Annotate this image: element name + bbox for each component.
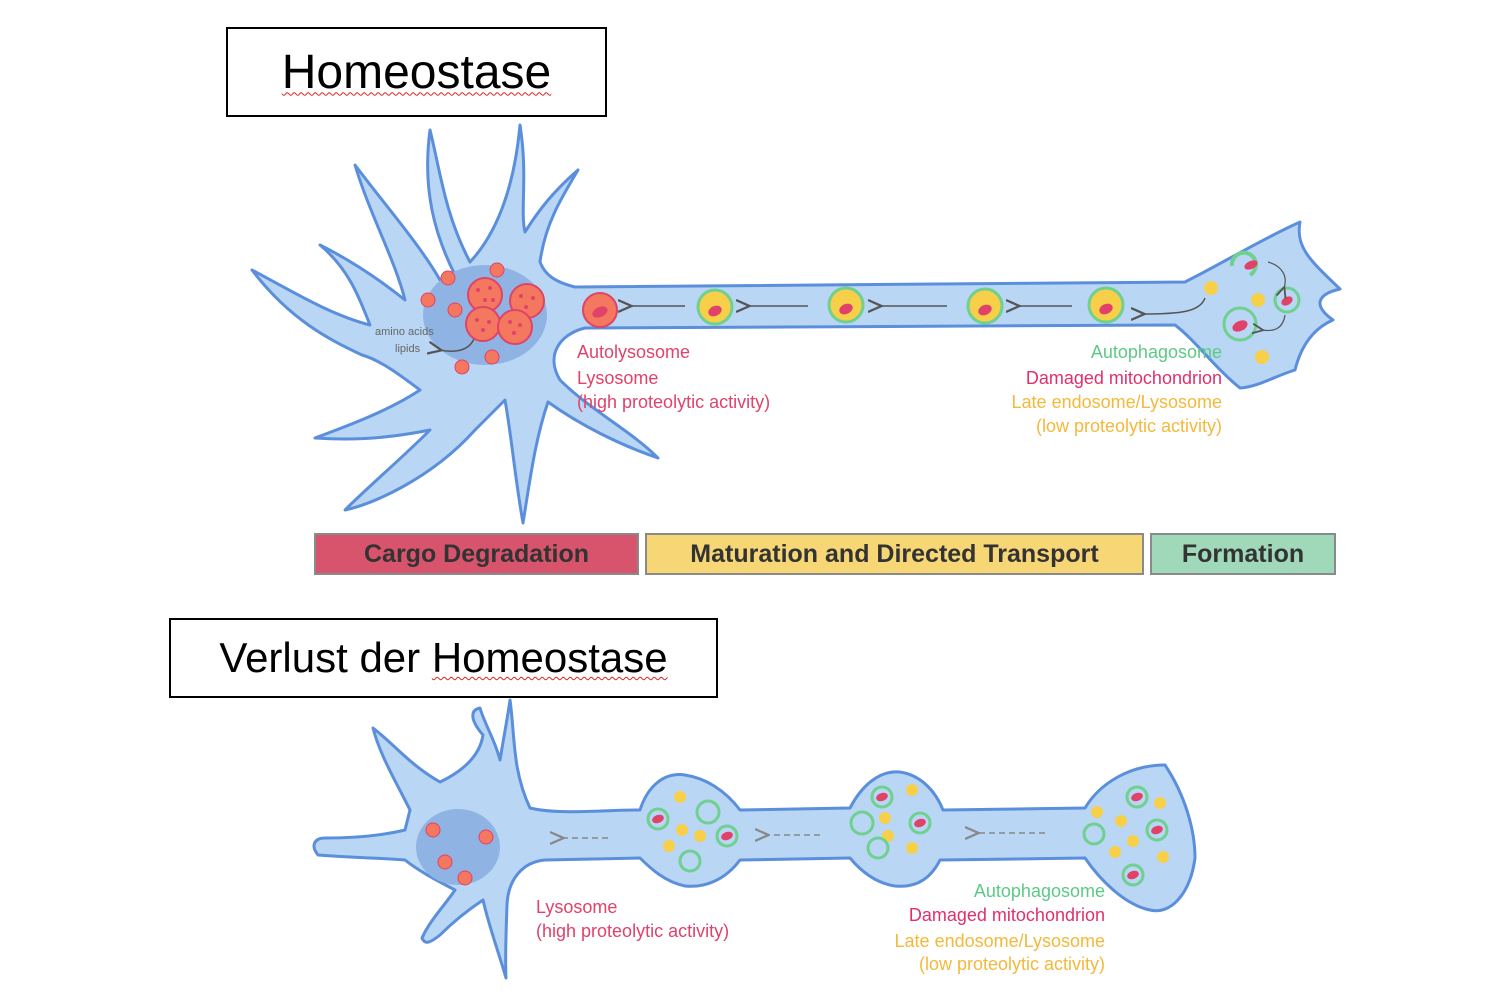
bottom-nucleus xyxy=(416,809,500,885)
formation-zone xyxy=(1204,250,1301,364)
title-verlust-homeostase-word: Homeostase xyxy=(431,634,668,681)
title-homeostase-text: Homeostase xyxy=(281,45,552,99)
bottom-neuron-membrane xyxy=(312,698,1197,980)
bottom-soma-lysosomes xyxy=(425,822,494,886)
bottom-label-lysosome: Lysosome xyxy=(536,897,618,917)
bottom-transport-arrows xyxy=(562,833,1045,838)
label-autolysosome: Autolysosome xyxy=(577,342,691,362)
title-verlust-der-homeostase: Verlust der Homeostase xyxy=(169,618,718,698)
bottom-label-damaged-mitochondrion: Damaged mitochondrion xyxy=(908,905,1105,925)
bottom-neuron xyxy=(312,698,1197,980)
lipids-label: lipids xyxy=(395,343,421,355)
stage-formation: Formation xyxy=(1150,533,1336,575)
axon-autolysosome xyxy=(582,292,618,328)
stage-maturation-transport: Maturation and Directed Transport xyxy=(645,533,1144,575)
bottom-label-high-proteolytic-activity: (high proteolytic activity) xyxy=(536,921,730,941)
top-neuron-membrane xyxy=(250,123,1342,525)
swelling-3-vesicles xyxy=(1082,785,1169,887)
axon-autophagosomes xyxy=(696,286,1125,326)
bottom-label-late-endosome: Late endosome/Lysosome xyxy=(894,931,1105,951)
label-high-proteolytic-activity: (high proteolytic activity) xyxy=(577,392,771,412)
title-verlust-prefix: Verlust der xyxy=(219,634,432,681)
top-transport-arrows xyxy=(630,297,1206,314)
title-homeostase: Homeostase xyxy=(226,27,607,117)
label-damaged-mitochondrion: Damaged mitochondrion xyxy=(1025,368,1222,388)
autolysosome-cluster xyxy=(465,277,545,345)
top-neuron: amino acids lipids xyxy=(250,123,1342,525)
label-lysosome: Lysosome xyxy=(577,368,659,388)
bottom-label-autophagosome: Autophagosome xyxy=(973,881,1105,901)
swelling-2-vesicles xyxy=(849,784,932,860)
bottom-label-low-proteolytic-activity: (low proteolytic activity) xyxy=(918,954,1105,974)
label-late-endosome: Late endosome/Lysosome xyxy=(1011,392,1222,412)
soma-lysosomes xyxy=(420,262,505,375)
label-low-proteolytic-activity: (low proteolytic activity) xyxy=(1035,416,1222,436)
label-autophagosome: Autophagosome xyxy=(1090,342,1222,362)
amino-acids-label: amino acids xyxy=(375,326,434,338)
autolysosome-dots xyxy=(475,286,535,335)
stage-cargo-degradation: Cargo Degradation xyxy=(314,533,639,575)
swelling-1-vesicles xyxy=(646,791,739,873)
